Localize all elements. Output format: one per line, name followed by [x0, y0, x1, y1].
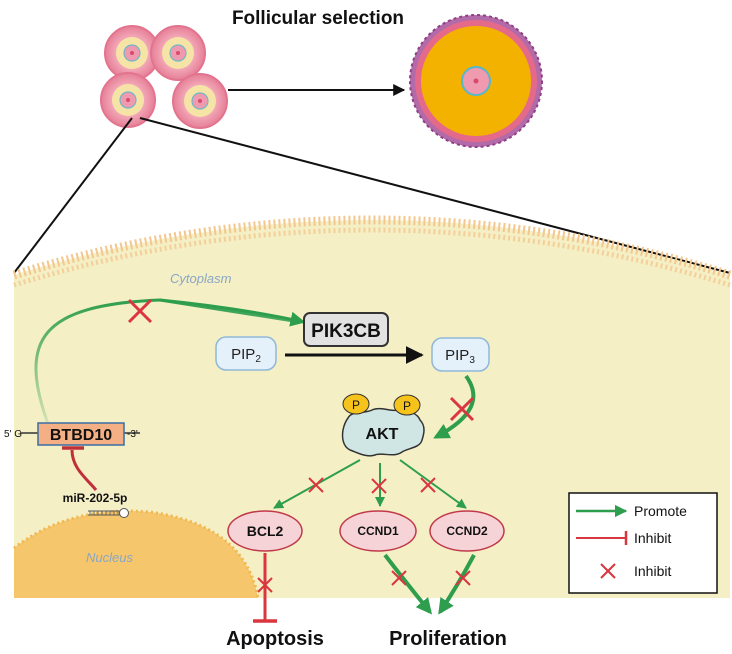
mirna-label: miR-202-5p — [63, 491, 128, 505]
phospho-label-left: P — [352, 398, 360, 412]
pik3cb-node — [303, 312, 389, 347]
inhibit-cross-bcl2 — [308, 477, 324, 493]
nucleus-label: Nucleus — [86, 550, 133, 565]
pip3-label: PIP3 — [445, 347, 475, 366]
dominant-follicle — [409, 14, 543, 148]
inhibit-cross-ccnd2-proliferation — [455, 570, 471, 586]
small-follicle — [172, 73, 228, 129]
pip3-to-akt-arrow — [433, 374, 476, 439]
cytoplasm-label: Cytoplasm — [170, 271, 232, 286]
small-follicle — [104, 25, 160, 81]
inhibit-cross-akt — [449, 396, 475, 422]
legend-label-inhibit-cross: Inhibit — [634, 563, 671, 579]
pip2-node — [215, 336, 277, 371]
mirna-inhibit-btbd10 — [70, 449, 98, 491]
pip3-node — [431, 337, 490, 372]
btbd10-to-pik3cb-arrowhead — [159, 298, 306, 327]
legend-box — [568, 492, 718, 594]
inhibit-cross-ccnd2 — [420, 477, 436, 493]
legend-label-promote: Promote — [634, 503, 687, 519]
cell-membrane — [12, 215, 732, 280]
legend: Promote Inhibit Inhibit — [568, 492, 718, 594]
zoom-line-left — [13, 117, 133, 274]
zoom-line-right — [139, 117, 731, 274]
ccnd1-node — [339, 510, 417, 552]
bcl2-label: BCL2 — [247, 523, 284, 539]
phospho-label-right: P — [403, 399, 411, 413]
ccnd1-label: CCND1 — [357, 524, 399, 538]
ccnd1-to-proliferation — [383, 553, 433, 615]
btbd10-node — [37, 422, 125, 446]
small-follicle — [150, 25, 206, 81]
small-follicles — [100, 25, 228, 129]
legend-item-inhibit-cross: Inhibit — [600, 563, 671, 579]
bcl2-node — [227, 510, 303, 552]
pip2-label: PIP2 — [231, 346, 261, 365]
legend-item-inhibit-bar: Inhibit — [576, 530, 671, 546]
btbd10-to-pik3cb-arrow — [34, 298, 301, 425]
inhibit-cross-pik3cb — [127, 298, 153, 324]
pik3cb-label: PIK3CB — [311, 321, 381, 342]
pip3-base: PIP — [445, 347, 469, 364]
ccnd2-label: CCND2 — [446, 524, 488, 538]
inhibit-cross-ccnd1 — [371, 478, 387, 494]
akt-label: AKT — [366, 426, 399, 443]
pip2-base: PIP — [231, 346, 255, 363]
cell-panel — [12, 215, 732, 599]
akt-node — [341, 407, 425, 457]
btbd10-label: BTBD10 — [50, 427, 112, 444]
pip3-subscript: 3 — [469, 355, 475, 366]
five-prime-label: 5' G — [4, 429, 22, 440]
cytoplasm-area — [14, 220, 730, 598]
diagram-title: Follicular selection — [232, 8, 404, 29]
ccnd2-node — [429, 510, 505, 552]
inhibit-cross-apoptosis — [257, 577, 273, 593]
cell-membrane-inner — [13, 227, 731, 288]
three-prime-label: -3' — [127, 429, 138, 440]
legend-item-promote: Promote — [576, 503, 687, 519]
nucleus-envelope — [13, 509, 260, 599]
apoptosis-label: Apoptosis — [226, 628, 324, 650]
inhibit-cross-icon — [600, 563, 616, 579]
akt-to-ccnd2-arrow — [399, 459, 467, 509]
phospho-group-left: P — [342, 393, 370, 415]
inhibit-cross-ccnd1-proliferation — [391, 570, 407, 586]
nucleus — [14, 511, 258, 598]
mirna-hairpin-icon — [88, 508, 129, 518]
small-follicle — [100, 72, 156, 128]
legend-label-inhibit-bar: Inhibit — [634, 530, 671, 546]
pip2-subscript: 2 — [255, 354, 261, 365]
phospho-group-right: P — [393, 394, 421, 416]
proliferation-label: Proliferation — [389, 628, 507, 650]
